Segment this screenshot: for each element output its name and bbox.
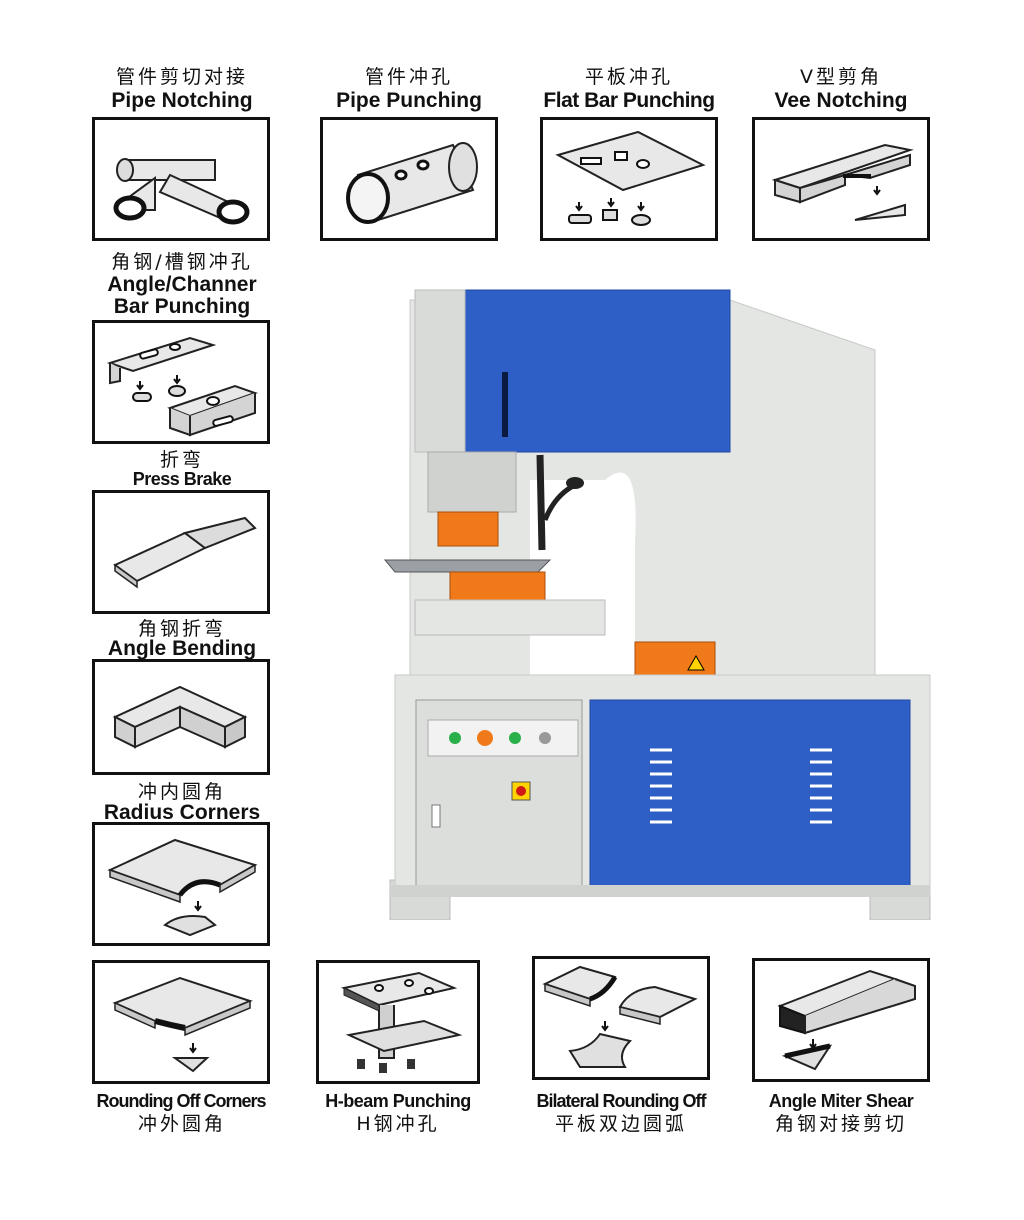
bent-plate-icon	[113, 516, 257, 589]
bilateral-rounding-off-zh-label: 平板双边圆弧	[554, 1113, 687, 1135]
vee-notching-zh-label: V型剪角	[800, 66, 882, 88]
base-rail	[390, 885, 930, 897]
inner-radius-icon	[107, 838, 258, 937]
outer-round-icon	[112, 976, 253, 1073]
radius-corners-panel	[92, 822, 270, 946]
h-beam-punching-panel	[316, 960, 480, 1084]
cabinet-lock[interactable]	[431, 804, 441, 828]
vent-louvers	[650, 748, 832, 824]
frame-throat	[530, 472, 636, 675]
h-beam-punching-en-label: H-beam Punching	[325, 1091, 471, 1111]
angle-miter-shear-en-label: Angle Miter Shear	[768, 1091, 914, 1111]
blue-side-panel	[589, 699, 911, 893]
work-table	[383, 559, 552, 573]
flat-bar-punching-zh-label: 平板冲孔	[584, 66, 673, 88]
green-button[interactable]	[449, 732, 461, 744]
rounding-off-corners-en-label: Rounding Off Corners	[96, 1091, 267, 1111]
angle-notch-icon	[771, 143, 914, 221]
lamp	[566, 477, 584, 489]
rounding-off-corners-panel	[92, 960, 270, 1084]
press-brake-en-label: Press Brake	[132, 469, 232, 489]
radius-corners-en-label: Radius Corners	[103, 801, 261, 824]
ram	[427, 451, 517, 513]
start-button[interactable]	[509, 732, 521, 744]
angle-bending-zh-label: 角钢折弯	[137, 618, 226, 640]
flat-bar-punching-panel	[540, 117, 718, 241]
pipe-punching-en-label: Pipe Punching	[336, 89, 482, 112]
angle-channel-en-line1: Angle/Channer	[107, 273, 257, 296]
pipe-punching-zh-label: 管件冲孔	[364, 66, 453, 88]
hose	[536, 454, 546, 551]
ironworker-machine	[380, 280, 940, 920]
h-beam-punching-zh-label: H钢冲孔	[356, 1113, 440, 1135]
upper-guard-side	[414, 289, 466, 453]
punched-plate-icon	[555, 130, 706, 226]
angle-channel-en-line2: Bar Punching	[113, 295, 251, 318]
radius-corners-zh-label: 冲内圆角	[137, 781, 226, 803]
angle-miter-shear-zh-label: 角钢对接剪切	[774, 1113, 907, 1135]
angle-channel-panel	[92, 320, 270, 444]
selector-switch[interactable]	[539, 732, 551, 744]
orange-button[interactable]	[477, 730, 493, 746]
rounding-off-corners-zh-label: 冲外圆角	[137, 1113, 226, 1135]
angle-channel-zh-label: 角钢/槽钢冲孔	[111, 251, 253, 273]
flat-bar-punching-en-label: Flat Bar Punching	[543, 89, 715, 112]
angle-shear-icon	[777, 969, 916, 1071]
bilateral-rounding-off-panel	[532, 956, 710, 1080]
press-brake-zh-label: 折弯	[159, 449, 204, 471]
warning-triangle-icon	[687, 654, 705, 671]
angle-bending-en-label: Angle Bending	[107, 637, 257, 660]
press-brake-panel	[92, 490, 270, 614]
pipe-notching-zh-label: 管件剪切对接	[115, 66, 248, 88]
pipe-notching-panel	[92, 117, 270, 241]
main-switch[interactable]	[516, 786, 526, 796]
bilateral-rounding-off-en-label: Bilateral Rounding Off	[536, 1091, 707, 1111]
double-arc-icon	[542, 965, 698, 1068]
punch-tool	[437, 511, 499, 547]
h-beam-icon	[340, 971, 463, 1073]
channel-punch-icon	[106, 336, 259, 437]
bent-angle-icon	[112, 685, 248, 749]
pipe-notching-en-label: Pipe Notching	[111, 89, 253, 112]
vee-notching-en-label: Vee Notching	[774, 89, 908, 112]
pipe-punching-panel	[320, 117, 498, 241]
angle-miter-shear-panel	[752, 958, 930, 1082]
vee-notching-panel	[752, 117, 930, 241]
angle-bending-panel	[92, 659, 270, 775]
lower-bed	[414, 599, 606, 636]
t-pipe-icon	[113, 158, 250, 225]
guard-slot	[502, 372, 508, 437]
punched-pipe-icon	[346, 142, 478, 224]
